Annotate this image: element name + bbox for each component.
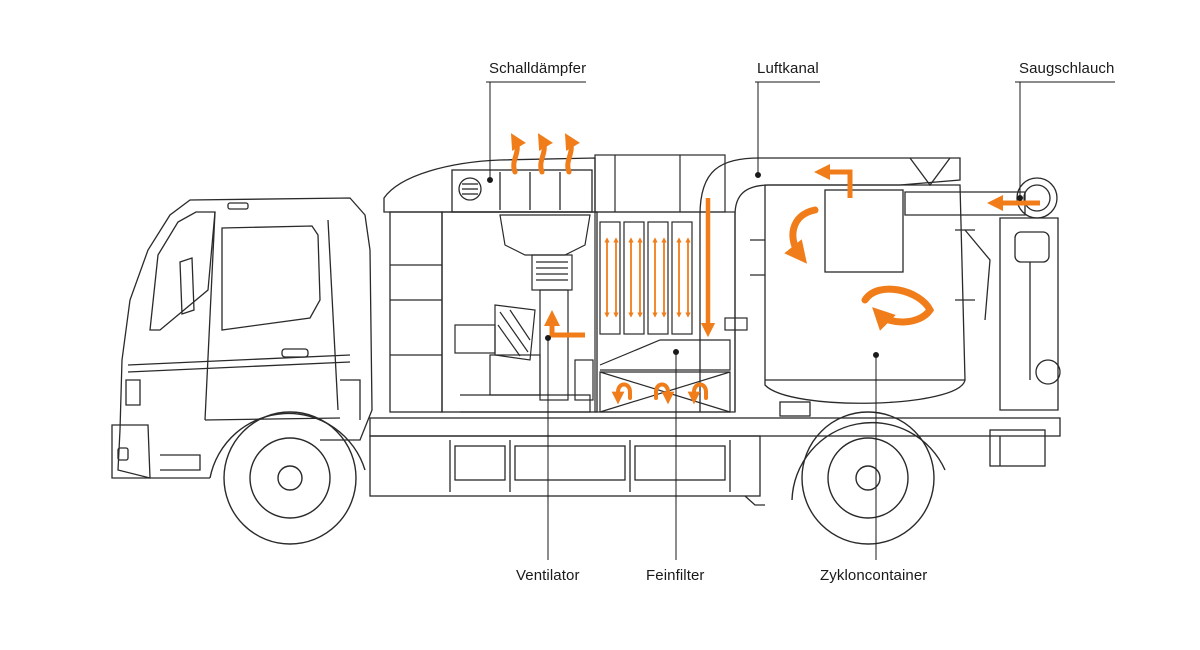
suction-hose-assembly [904,177,1061,411]
exhaust-arrows [510,133,580,175]
container-outlet-arrow [813,163,853,198]
label-zykloncontainer: Zykloncontainer [820,567,928,584]
cyclone-container [750,184,975,417]
label-ventilator: Ventilator [516,567,580,584]
filter-compartment [594,154,748,413]
ventilator-intake-arrow [543,309,585,338]
air-duct [699,157,961,412]
truck-cab [111,197,373,479]
label-luftkanal: Luftkanal [757,60,819,77]
filter-flow-arrows [604,237,691,318]
ventilator-unit [454,214,594,413]
leader-lines [486,81,1115,560]
label-schalldaempfer: Schalldämpfer [489,60,587,77]
label-saugschlauch: Saugschlauch [1019,60,1115,77]
label-feinfilter: Feinfilter [646,567,705,584]
front-wheel [209,411,366,545]
chassis [369,417,1061,506]
cyclone-swirl-arrows [784,206,935,331]
hopper-upflow-arrows [611,382,708,405]
rear-wheel [791,411,946,545]
